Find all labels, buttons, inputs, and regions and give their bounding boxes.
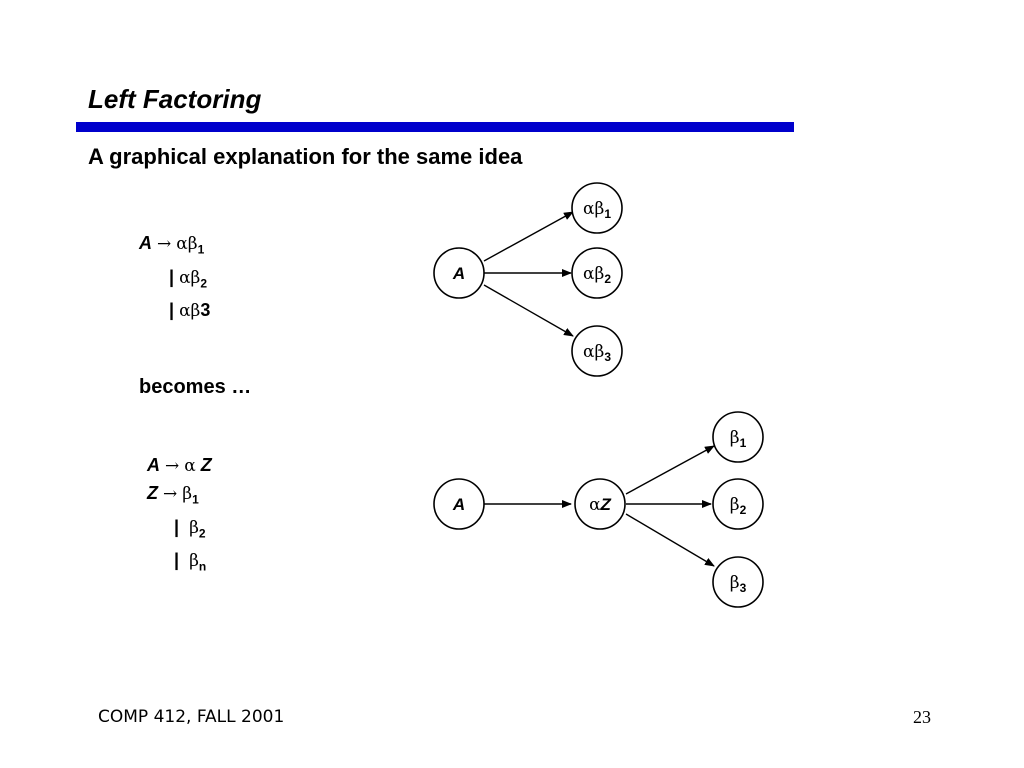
node-subscript: 3: [740, 581, 747, 595]
alpha-symbol: α: [184, 456, 196, 476]
grammar-line: | β2: [147, 514, 212, 548]
subscript: 1: [192, 492, 199, 507]
beta-symbol: β: [189, 517, 199, 538]
arrow-symbol: →: [165, 456, 180, 476]
edge-az-b3: [625, 513, 715, 567]
svg-text:αβ3: αβ3: [583, 342, 611, 364]
node-label: A: [452, 495, 465, 514]
edge-a-ab1: [483, 211, 574, 262]
nonterminal: Z: [147, 483, 158, 503]
node-greek: αβ: [583, 199, 604, 219]
subscript: 1: [197, 242, 205, 257]
node-alpha-beta-2: αβ2: [571, 247, 623, 299]
svg-text:A: A: [452, 264, 465, 283]
node-alpha-Z: αZ: [574, 478, 626, 530]
node-subscript: 2: [740, 503, 747, 517]
alpha-symbol: α: [179, 267, 191, 288]
node-beta-2: β2: [712, 478, 764, 530]
nonterminal: A: [139, 233, 152, 253]
alpha-symbol: α: [179, 301, 191, 322]
grammar-line: A → αβ1: [139, 230, 210, 264]
diagram-after: A αZ β1 β2 β3: [433, 411, 764, 608]
alternative-bar: |: [174, 516, 180, 537]
slide-title: Left Factoring: [88, 84, 262, 114]
node-greek: αβ: [583, 342, 604, 362]
svg-text:β2: β2: [730, 495, 747, 517]
svg-text:β1: β1: [730, 428, 747, 450]
symbol-tail: 3: [200, 300, 211, 321]
node-A: A: [433, 478, 485, 530]
diagram-before: A αβ1 αβ2 αβ3: [433, 182, 623, 377]
beta-symbol: β: [190, 267, 201, 288]
node-greek: β: [730, 495, 740, 515]
svg-text:A: A: [452, 495, 465, 514]
node-alpha-beta-1: αβ1: [571, 182, 623, 234]
grammar-line: | βn: [147, 547, 212, 581]
edge-a-ab3: [483, 284, 574, 337]
beta-symbol: β: [187, 234, 198, 254]
nonterminal: A: [147, 455, 160, 475]
nonterminal: Z: [200, 455, 212, 475]
becomes-text: becomes …: [139, 376, 252, 398]
alpha-symbol: α: [176, 234, 188, 254]
footer-course: COMP 412, FALL 2001: [98, 707, 285, 727]
svg-text:αβ2: αβ2: [583, 264, 611, 286]
grammar-line: A → α Z: [147, 452, 212, 480]
node-subscript: 1: [740, 436, 747, 450]
alternative-bar: |: [169, 300, 175, 321]
grammar-line: | αβ3: [139, 297, 210, 325]
beta-symbol: β: [182, 484, 193, 504]
subscript: 2: [200, 276, 208, 291]
subscript: 2: [198, 526, 206, 541]
alternative-bar: |: [169, 266, 175, 287]
node-beta-3: β3: [712, 556, 764, 608]
beta-symbol: β: [189, 551, 199, 572]
node-greek: α: [589, 495, 601, 515]
node-label: A: [452, 264, 465, 283]
edge-az-b1: [625, 445, 715, 495]
grammar-before: A → αβ1 | αβ2 | αβ3: [139, 230, 210, 325]
grammar-line: Z → β1: [147, 480, 212, 514]
page-number: 23: [913, 707, 931, 727]
title-rule: [76, 122, 794, 132]
svg-text:αZ: αZ: [589, 495, 611, 515]
node-greek: β: [730, 428, 740, 448]
node-greek: β: [730, 573, 740, 593]
node-beta-1: β1: [712, 411, 764, 463]
node-label: Z: [600, 495, 612, 514]
node-subscript: 3: [604, 350, 611, 364]
grammar-after: A → α Z Z → β1 | β2 | βn: [147, 452, 212, 581]
svg-text:αβ1: αβ1: [583, 199, 611, 221]
node-greek: αβ: [583, 264, 604, 284]
node-subscript: 1: [604, 207, 611, 221]
node-alpha-beta-3: αβ3: [571, 325, 623, 377]
svg-text:β3: β3: [730, 573, 747, 595]
node-A: A: [433, 247, 485, 299]
alternative-bar: |: [174, 550, 180, 571]
slide-subtitle: A graphical explanation for the same ide…: [88, 144, 523, 169]
grammar-line: | αβ2: [139, 264, 210, 298]
subscript: n: [198, 559, 207, 574]
arrow-symbol: →: [163, 484, 178, 504]
node-subscript: 2: [604, 272, 611, 286]
beta-symbol: β: [190, 301, 201, 322]
arrow-symbol: →: [157, 234, 172, 254]
